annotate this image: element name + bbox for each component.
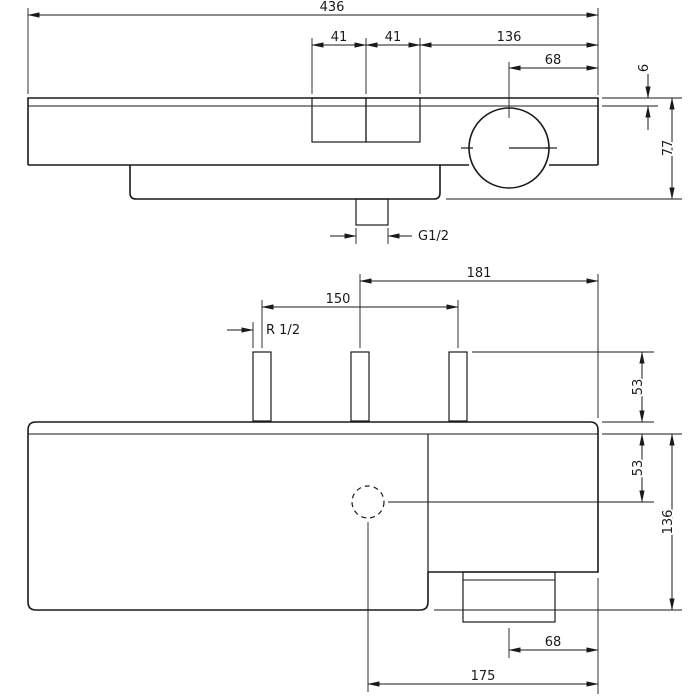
dim-total-width: 436 (27, 0, 599, 95)
front-view: 436 41 41 136 68 6 (27, 0, 682, 246)
outlet-nipple (355, 198, 389, 226)
dim-front-depth: 53 (388, 433, 682, 503)
dim-button-chain: 41 41 136 (311, 28, 599, 94)
dim-knob-to-edge-label: 68 (545, 635, 562, 650)
knob-knurl (462, 571, 556, 623)
dim-pipe-length-label: 53 (631, 379, 646, 396)
dim-button-left-label: 41 (331, 30, 348, 45)
dim-pipe-length: 53 (472, 351, 654, 423)
dim-body-height-label: 77 (661, 140, 676, 157)
plan-view: 181 150 R 1/2 53 53 (27, 264, 682, 694)
dim-outlet-thread: G1/2 (330, 227, 451, 246)
dim-pipe-thread-label: R 1/2 (266, 323, 300, 338)
dim-total-width-label: 436 (320, 0, 345, 15)
dim-outlet-thread-label: G1/2 (418, 229, 449, 244)
handle-dial (461, 107, 557, 189)
pipe-left (252, 351, 272, 422)
concealed-outlet-circle (351, 485, 385, 519)
dim-total-depth: 136 (434, 433, 682, 611)
dim-pipe-thread: R 1/2 (227, 321, 302, 348)
dim-handle-center: 68 (508, 51, 599, 118)
dim-body-height: 77 (446, 97, 682, 200)
dim-handle-center-label: 68 (545, 53, 562, 68)
dim-outlet-to-edge: 175 (367, 522, 599, 692)
dim-handle-section-label: 136 (497, 30, 522, 45)
dim-knob-to-edge: 68 (508, 578, 599, 694)
plan-knob (462, 571, 556, 623)
dim-pipe-spacing: 150 (261, 290, 459, 348)
dim-pipe-spacing-label: 150 (326, 292, 351, 307)
dim-button-right-label: 41 (385, 30, 402, 45)
pipe-right (448, 351, 468, 422)
dim-pipe-to-edge-label: 181 (467, 266, 492, 281)
select-buttons (311, 97, 421, 143)
plan-body (27, 421, 599, 611)
dim-plate-thickness: 6 (602, 62, 658, 130)
outlet-thread (355, 198, 389, 226)
button-right (365, 97, 421, 143)
dim-plate-thickness-label: 6 (637, 64, 652, 72)
dim-outlet-to-edge-label: 175 (471, 669, 496, 684)
dim-front-depth-label: 53 (631, 460, 646, 477)
pipe-middle (350, 351, 370, 422)
dim-pipe-to-edge: 181 (359, 264, 599, 418)
supply-pipes (252, 351, 468, 422)
button-left (311, 97, 367, 143)
dim-total-depth-label: 136 (661, 510, 676, 535)
